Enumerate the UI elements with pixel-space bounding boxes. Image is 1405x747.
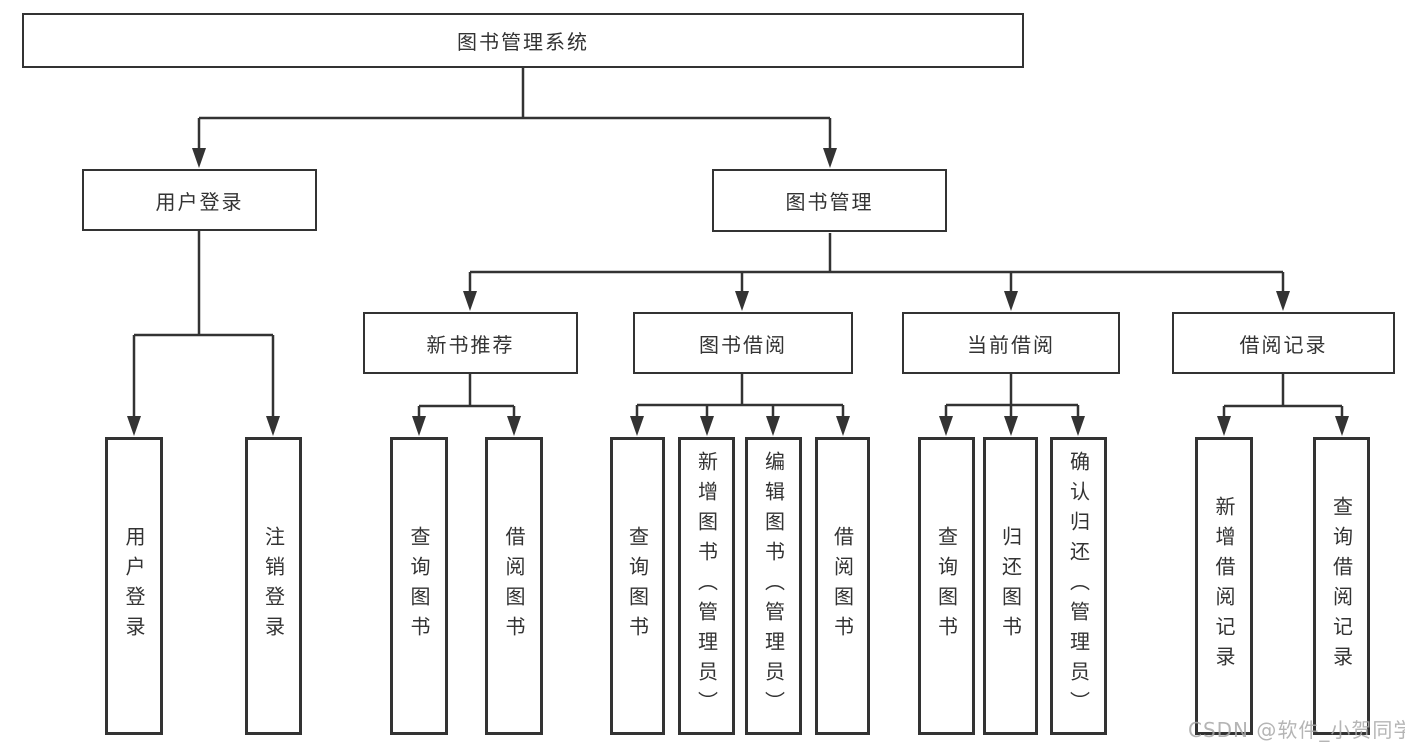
arrow-down-icon	[1004, 291, 1018, 311]
node-label: 图书管理系统	[457, 30, 589, 54]
leaf-label: 归还图书	[998, 526, 1023, 646]
arrow-down-icon	[1276, 291, 1290, 311]
edge-current-borrow-to-leaves	[944, 374, 1080, 419]
arrow-down-icon	[630, 416, 644, 436]
arrow-down-icon	[127, 416, 141, 436]
leaf-borrow-books-recommend: 借阅图书	[485, 437, 543, 735]
leaf-borrow-books: 借阅图书	[815, 437, 870, 735]
arrow-down-icon	[766, 416, 780, 436]
node-user-login: 用户登录	[82, 169, 317, 231]
edge-new-book-to-leaves	[417, 374, 516, 419]
node-label: 当前借阅	[967, 332, 1055, 357]
leaf-query-books-borrow: 查询图书	[610, 437, 665, 735]
leaf-label: 用户登录	[122, 526, 146, 646]
node-label: 用户登录	[155, 189, 244, 214]
arrow-down-icon	[836, 416, 850, 436]
arrow-down-icon	[463, 291, 477, 311]
arrow-down-icon	[700, 416, 714, 436]
node-borrow-records: 借阅记录	[1172, 312, 1395, 374]
leaf-return-books: 归还图书	[983, 437, 1038, 735]
leaf-edit-books-admin: 编辑图书（管理员）	[745, 437, 802, 735]
node-new-book-recommend: 新书推荐	[363, 312, 578, 374]
node-book-borrow: 图书借阅	[633, 312, 853, 374]
leaf-label: 注销登录	[261, 526, 286, 646]
node-library-management-system: 图书管理系统	[22, 13, 1024, 68]
node-book-management: 图书管理	[712, 169, 947, 232]
leaf-logout: 注销登录	[245, 437, 302, 735]
leaf-label: 新增借阅记录	[1212, 496, 1236, 676]
arrow-down-icon	[192, 148, 206, 168]
arrow-down-icon	[412, 416, 426, 436]
leaf-label: 查询图书	[407, 526, 431, 646]
node-label: 借阅记录	[1239, 332, 1328, 357]
arrow-down-icon	[1004, 416, 1018, 436]
leaf-query-books-current: 查询图书	[918, 437, 975, 735]
node-label: 新书推荐	[426, 332, 515, 357]
leaf-query-books-recommend: 查询图书	[390, 437, 448, 735]
arrow-down-icon	[939, 416, 953, 436]
arrow-down-icon	[823, 148, 837, 168]
edge-book-management-to-level3	[468, 233, 1285, 294]
leaf-label: 新增图书（管理员）	[694, 451, 719, 721]
edge-borrow-records-to-leaves	[1222, 374, 1344, 419]
leaf-query-borrow-record: 查询借阅记录	[1313, 437, 1370, 735]
leaf-add-borrow-record: 新增借阅记录	[1195, 437, 1253, 735]
arrow-down-icon	[1071, 416, 1085, 436]
leaf-label: 借阅图书	[830, 526, 855, 646]
arrow-down-icon	[507, 416, 521, 436]
edge-book-borrow-to-leaves	[635, 374, 845, 419]
node-label: 图书借阅	[699, 332, 787, 357]
leaf-label: 编辑图书（管理员）	[761, 451, 786, 721]
arrow-down-icon	[266, 416, 280, 436]
leaf-label: 借阅图书	[502, 526, 526, 646]
leaf-user-login: 用户登录	[105, 437, 163, 735]
arrow-down-icon	[1217, 416, 1231, 436]
node-label: 图书管理	[785, 190, 874, 214]
leaf-label: 查询借阅记录	[1329, 496, 1354, 676]
leaf-label: 查询图书	[934, 526, 959, 646]
arrow-down-icon	[1335, 416, 1349, 436]
watermark-text: CSDN @软件_小贺同学	[1188, 718, 1405, 742]
leaf-label: 确认归还（管理员）	[1066, 451, 1091, 721]
edge-user-login-to-leaves	[132, 231, 275, 419]
node-current-borrow: 当前借阅	[902, 312, 1120, 374]
leaf-add-books-admin: 新增图书（管理员）	[678, 437, 735, 735]
leaf-label: 查询图书	[625, 526, 650, 646]
edge-root-to-level2	[197, 68, 832, 151]
leaf-confirm-return-admin: 确认归还（管理员）	[1050, 437, 1107, 735]
arrow-down-icon	[735, 291, 749, 311]
